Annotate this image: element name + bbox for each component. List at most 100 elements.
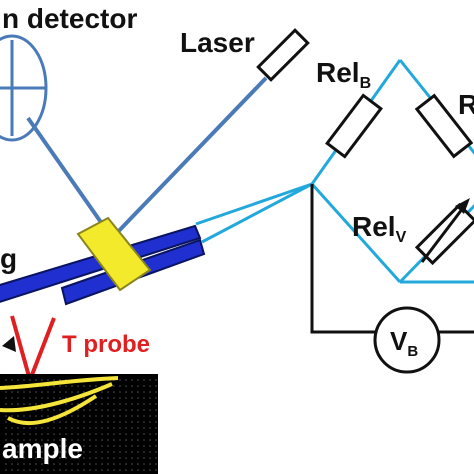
sample-texture-dot [155, 463, 157, 465]
sample-texture-dot [125, 409, 127, 411]
sample-texture-dot [77, 451, 79, 453]
sample-texture-dot [149, 451, 151, 453]
sample-texture-dot [101, 421, 103, 423]
sample-texture-dot [113, 433, 115, 435]
sample-texture-dot [83, 415, 85, 417]
sample-texture-dot [149, 457, 151, 459]
sample-texture-dot [17, 379, 19, 381]
vb-sub: B [407, 343, 418, 360]
sample-texture-dot [149, 385, 151, 387]
sample-texture-dot [143, 439, 145, 441]
sample-texture-dot [11, 469, 13, 471]
sample-texture-dot [65, 391, 67, 393]
sample-texture-dot [59, 391, 61, 393]
sample-texture-dot [155, 409, 157, 411]
sample-texture-dot [89, 427, 91, 429]
sample-texture-dot [5, 379, 7, 381]
sample-texture-dot [95, 385, 97, 387]
sample-texture-dot [71, 469, 73, 471]
sample-texture-dot [113, 445, 115, 447]
sample-texture-dot [59, 379, 61, 381]
sample-texture-dot [125, 391, 127, 393]
sample-line-upper [0, 376, 119, 390]
sample-texture-dot [101, 391, 103, 393]
sample-texture-dot [155, 415, 157, 417]
sample-texture-dot [41, 409, 43, 411]
sample-texture-dot [29, 403, 31, 405]
sample-texture-dot [125, 397, 127, 399]
sample-texture-dot [77, 421, 79, 423]
sample-texture-dot [101, 445, 103, 447]
sample-texture-dot [101, 409, 103, 411]
sample-texture-dot [119, 427, 121, 429]
sample-texture-dot [95, 433, 97, 435]
sample-texture-dot [23, 403, 25, 405]
sample-texture-dot [113, 391, 115, 393]
sample-texture-dot [119, 409, 121, 411]
sample-texture-dot [131, 415, 133, 417]
sample-texture-dot [143, 445, 145, 447]
sample-texture-dot [59, 397, 61, 399]
sample-texture-dot [41, 457, 43, 459]
sample-texture-dot [53, 391, 55, 393]
sample-texture-dot [95, 457, 97, 459]
sample-texture-dot [143, 415, 145, 417]
sample-texture-dot [77, 403, 79, 405]
sample-texture-dot [95, 427, 97, 429]
sample-texture-dot [53, 379, 55, 381]
sample-texture-dot [53, 409, 55, 411]
sample-texture-dot [29, 427, 31, 429]
sample-texture-dot [95, 469, 97, 471]
sample-texture-dot [23, 427, 25, 429]
sample-texture-dot [65, 433, 67, 435]
sample-texture-dot [107, 415, 109, 417]
sample-texture-dot [131, 385, 133, 387]
sample-texture-dot [83, 397, 85, 399]
rel-v-main: Rel [352, 211, 396, 242]
sample-texture-dot [53, 385, 55, 387]
rel-v-sub: V [396, 229, 407, 246]
sample-texture-dot [41, 439, 43, 441]
sample-texture-dot [35, 463, 37, 465]
sample-texture-dot [95, 421, 97, 423]
sample-texture-dot [155, 385, 157, 387]
sample-texture-dot [107, 409, 109, 411]
sample-texture-dot [143, 385, 145, 387]
variable-arrow-head [455, 198, 470, 214]
sample-texture-dot [107, 457, 109, 459]
sample-texture-dot [131, 433, 133, 435]
sample-texture-dot [107, 445, 109, 447]
sample-texture-dot [113, 457, 115, 459]
sample-texture-dot [47, 469, 49, 471]
sample-texture-dot [137, 397, 139, 399]
sample-texture-dot [5, 397, 7, 399]
sample-texture-dot [53, 469, 55, 471]
sample-texture-dot [11, 463, 13, 465]
sample-texture-dot [131, 463, 133, 465]
sample-texture-dot [23, 415, 25, 417]
sample-texture-dot [89, 409, 91, 411]
rel-v-label: RelV [352, 211, 407, 246]
sample-texture-dot [77, 457, 79, 459]
sample-texture-dot [143, 379, 145, 381]
sample-texture-dot [101, 463, 103, 465]
sample-texture-dot [29, 391, 31, 393]
sample-texture-dot [149, 391, 151, 393]
sample-texture-dot [101, 427, 103, 429]
sample-texture-dot [131, 421, 133, 423]
sample-texture-dot [35, 391, 37, 393]
sample-texture-dot [11, 451, 13, 453]
sample-texture-dot [23, 439, 25, 441]
sample-texture-dot [53, 439, 55, 441]
vb-label: VB [390, 326, 418, 360]
sample-texture-dot [71, 463, 73, 465]
sample-texture-dot [89, 463, 91, 465]
sample-texture-dot [17, 469, 19, 471]
sample-texture-dot [89, 445, 91, 447]
sample-texture-dot [65, 427, 67, 429]
sample-texture-dot [83, 391, 85, 393]
sample-texture-dot [143, 403, 145, 405]
wire-lower [201, 182, 313, 244]
sample-label: ample [2, 433, 83, 464]
sample-texture-dot [119, 385, 121, 387]
